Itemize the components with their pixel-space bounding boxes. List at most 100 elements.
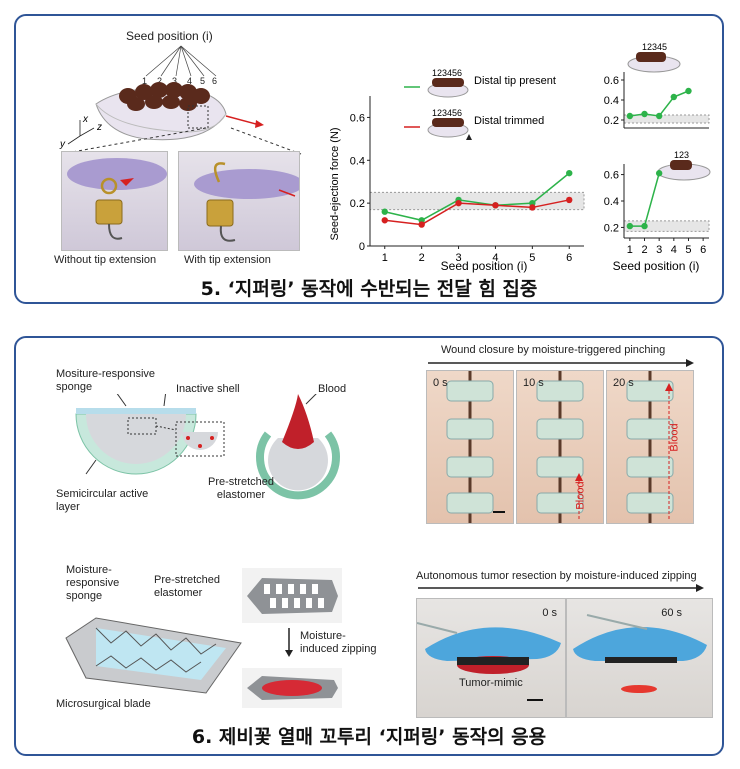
chart-xlabel: Seed position (i) [441, 259, 528, 273]
y-tick-label: 0.4 [350, 155, 365, 167]
legend-glyph: 123456 [432, 108, 462, 118]
data-point [566, 196, 573, 204]
label-blood: Blood [318, 383, 347, 395]
x-tick-label: 6 [700, 244, 706, 256]
wound-title: Wound closure by moisture-triggered pinc… [441, 344, 666, 356]
zipping-arrow [285, 628, 293, 657]
axis-y-label: y [59, 139, 66, 150]
label-sponge-2: Moisture- responsive sponge [66, 564, 120, 602]
top-caption: 5. ‘지퍼링’ 동작에 수반되는 전달 힘 집중 [200, 278, 538, 300]
baseline-band [623, 114, 710, 124]
photo-with-tip [178, 151, 300, 251]
wound-blood-label: Blood [574, 481, 587, 510]
data-point [418, 221, 425, 228]
inset-pod-3: 123 [657, 150, 711, 181]
bottom-panel: Mositure-responsive sponge Inactive shel… [14, 336, 724, 756]
axis-z-label: z [96, 122, 102, 133]
wound-time: 0 s [433, 377, 448, 389]
seed-number: 2 [157, 76, 162, 86]
bottom-caption: 6. 제비꽃 열매 꼬투리 ‘지퍼링’ 동작의 응용 [191, 726, 547, 748]
x-tick-label: 1 [382, 252, 388, 264]
series-line [384, 199, 570, 226]
wound-time: 20 s [613, 377, 634, 389]
wound-photo: 0 s [426, 370, 514, 524]
zoom-lines [60, 127, 302, 155]
data-point [641, 110, 648, 118]
legend-pod-present: 123456 [427, 68, 469, 98]
data-point [455, 199, 462, 207]
axis-x-label: x [82, 114, 89, 125]
data-point [670, 93, 678, 101]
seed-number: 3 [172, 76, 177, 86]
y-tick-label: 0.2 [350, 198, 365, 210]
inset-label: 123 [674, 150, 689, 160]
label-zipping: Moisture- induced zipping [300, 630, 377, 655]
caption-with-tip: With tip extension [184, 254, 271, 266]
inset-pod-5: 12345 [627, 42, 681, 73]
y-tick-label: 0.6 [350, 112, 365, 124]
x-tick-label: 2 [641, 244, 647, 256]
data-point [655, 170, 663, 177]
data-point [626, 112, 634, 120]
x-tick-label: 2 [419, 252, 425, 264]
label-sponge: Mositure-responsive sponge [56, 368, 156, 393]
wound-blood-label: Blood [668, 423, 681, 452]
pinching-device-illustration [75, 394, 340, 500]
data-point [381, 208, 388, 215]
seed-number: 6 [212, 76, 217, 86]
seed-position-label: Seed position (i) [126, 29, 213, 43]
x-tick-label: 5 [685, 244, 691, 256]
y-tick-label: 0.2 [604, 222, 619, 234]
data-point [492, 202, 499, 209]
y-tick-label: 0.4 [604, 95, 619, 107]
y-tick-label: 0.4 [604, 196, 619, 208]
caption-without-tip: Without tip extension [54, 254, 157, 266]
label-active-layer: Semicircular active layer [56, 488, 149, 513]
y-tick-label: 0.6 [604, 75, 619, 87]
top-panel: Seed position (i) 1 2 3 4 5 6 [14, 14, 724, 304]
label-elastomer: Pre-stretched elastomer [207, 476, 275, 501]
tumor-time-0: 0 s [542, 607, 557, 619]
inset-chart-5: 12345 0.2 0.4 0.6 [604, 42, 710, 129]
legend-glyph: 123456 [432, 68, 462, 78]
label-blade: Microsurgical blade [56, 698, 151, 710]
zipper-closed-photo [242, 668, 342, 708]
data-point [566, 169, 573, 177]
series-line [384, 172, 570, 222]
seed-number: 1 [142, 76, 147, 86]
photo-without-tip [61, 151, 168, 251]
baseline-band [369, 191, 585, 211]
zipping-device-illustration [65, 617, 242, 694]
data-point [685, 87, 692, 95]
tumor-mimic-label: Tumor-mimic [459, 677, 523, 689]
x-tick-label: 1 [627, 244, 633, 256]
inset-xlabel: Seed position (i) [613, 259, 700, 273]
data-point [529, 204, 536, 211]
y-tick-label: 0.2 [604, 115, 619, 127]
label-elastomer-2: Pre-stretched elastomer [154, 574, 221, 599]
legend-present: Distal tip present [474, 75, 556, 87]
seed-number: 4 [187, 76, 192, 86]
legend-pod-trimmed: 123456 [427, 108, 472, 140]
x-tick-label: 3 [656, 244, 662, 256]
series-line [629, 173, 660, 227]
legend-trimmed: Distal trimmed [474, 115, 544, 127]
wound-arrow [428, 359, 694, 367]
seed-number: 5 [200, 76, 205, 86]
x-tick-label: 4 [671, 244, 677, 256]
wound-photo: 10 s Blood [516, 370, 604, 524]
tumor-arrow [418, 584, 704, 592]
label-shell: Inactive shell [176, 383, 240, 395]
x-tick-label: 6 [566, 252, 572, 264]
data-point [641, 222, 648, 230]
data-point [655, 112, 663, 120]
data-point [381, 217, 388, 224]
series-line [629, 90, 689, 117]
y-tick-label: 0 [359, 241, 365, 253]
x-tick-label: 4 [492, 252, 498, 264]
wound-time: 10 s [523, 377, 544, 389]
data-point [626, 222, 634, 230]
wound-photo: 20 s Blood [606, 370, 694, 524]
tumor-photo-0s: 0 s Tumor-mimic [416, 598, 566, 718]
